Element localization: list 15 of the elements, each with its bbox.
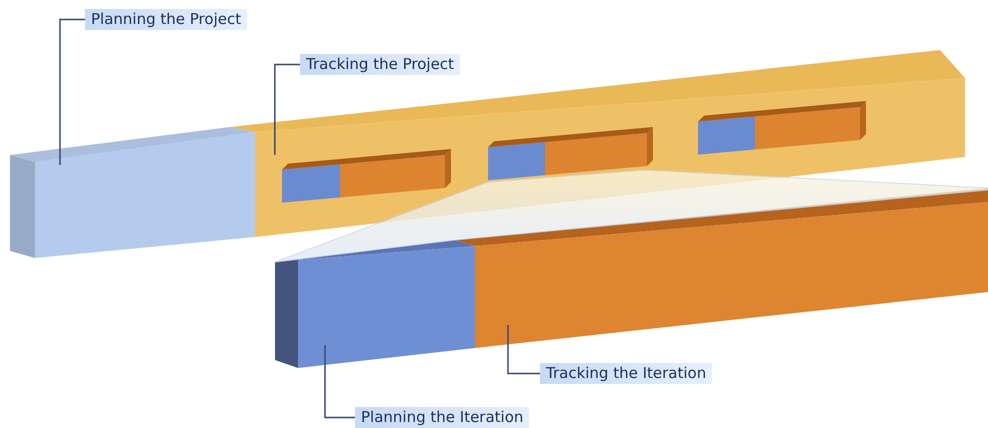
zoom-projection <box>275 170 988 262</box>
part-label: Planning the Project <box>85 9 248 30</box>
leader-line <box>59 18 85 165</box>
leader-line <box>507 324 540 374</box>
part-label: Tracking the Iteration <box>540 363 712 384</box>
iteration-tracking-bar <box>455 188 988 348</box>
part-label: Tracking the Project <box>300 54 460 75</box>
leader-line <box>274 64 300 155</box>
iteration-planning-block <box>275 240 475 368</box>
leader-line <box>324 344 355 418</box>
project-planning-block <box>10 127 255 258</box>
iteration-block <box>282 149 451 203</box>
iteration-block <box>488 126 653 180</box>
part-label: Planning the Iteration <box>355 407 530 428</box>
iteration-block <box>698 101 866 155</box>
